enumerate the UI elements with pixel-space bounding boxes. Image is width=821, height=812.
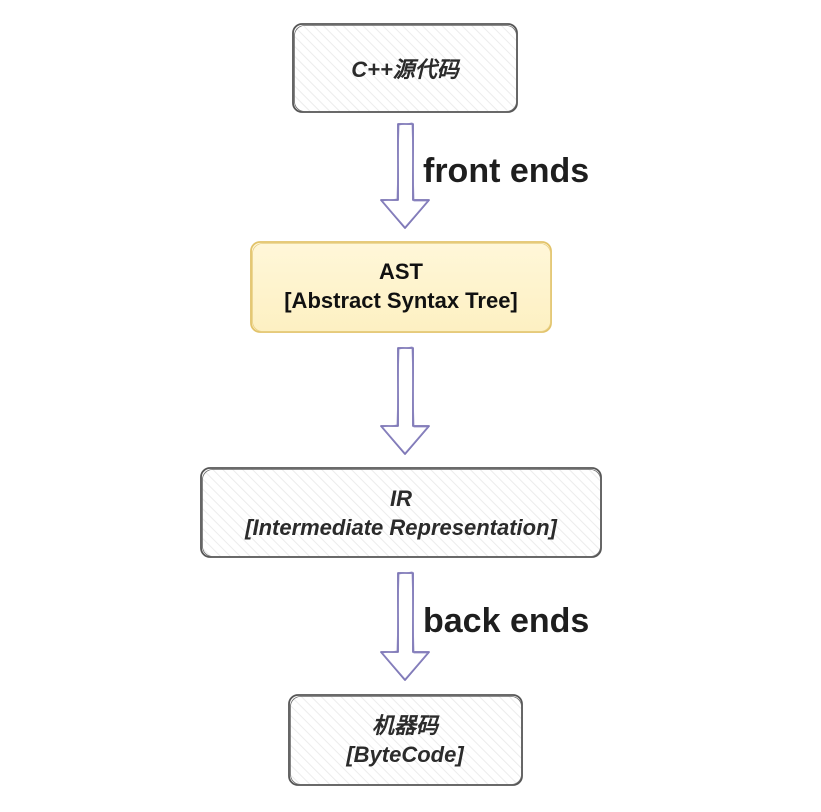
ir-subtitle: [Intermediate Representation] <box>244 515 557 540</box>
machine-code-subtitle: [ByteCode] <box>345 742 464 767</box>
machine-code-node: 机器码 [ByteCode] <box>288 694 523 786</box>
ir-box <box>200 467 602 558</box>
source-code-box <box>292 23 518 113</box>
ir-box-sketch <box>202 469 601 557</box>
machine-code-box <box>288 694 523 786</box>
ast-title: AST <box>379 259 424 284</box>
ast-node: AST [Abstract Syntax Tree] <box>250 241 552 333</box>
source-code-label: C++源代码 <box>351 57 461 82</box>
back-ends-arrow-sketch <box>381 571 429 680</box>
machine-code-title: 机器码 <box>372 713 440 738</box>
ir-title: IR <box>390 486 412 511</box>
front-ends-arrow: front ends <box>380 122 589 229</box>
back-ends-arrow-shape <box>380 572 430 681</box>
front-ends-arrow-sketch <box>381 122 429 228</box>
back-ends-arrow: back ends <box>380 571 589 681</box>
machine-code-box-sketch <box>290 696 522 785</box>
front-ends-arrow-shape <box>380 123 430 229</box>
ast-box <box>250 241 552 333</box>
ast-box-sketch <box>252 243 551 332</box>
source-code-box-sketch <box>294 25 517 112</box>
ast-subtitle: [Abstract Syntax Tree] <box>284 288 518 313</box>
middle-arrow-shape <box>380 347 430 455</box>
front-ends-label: front ends <box>423 152 589 190</box>
ir-node: IR [Intermediate Representation] <box>200 467 602 558</box>
middle-arrow <box>380 346 430 455</box>
source-code-node: C++源代码 <box>292 23 518 113</box>
back-ends-label: back ends <box>423 602 589 640</box>
middle-arrow-sketch <box>381 346 429 454</box>
